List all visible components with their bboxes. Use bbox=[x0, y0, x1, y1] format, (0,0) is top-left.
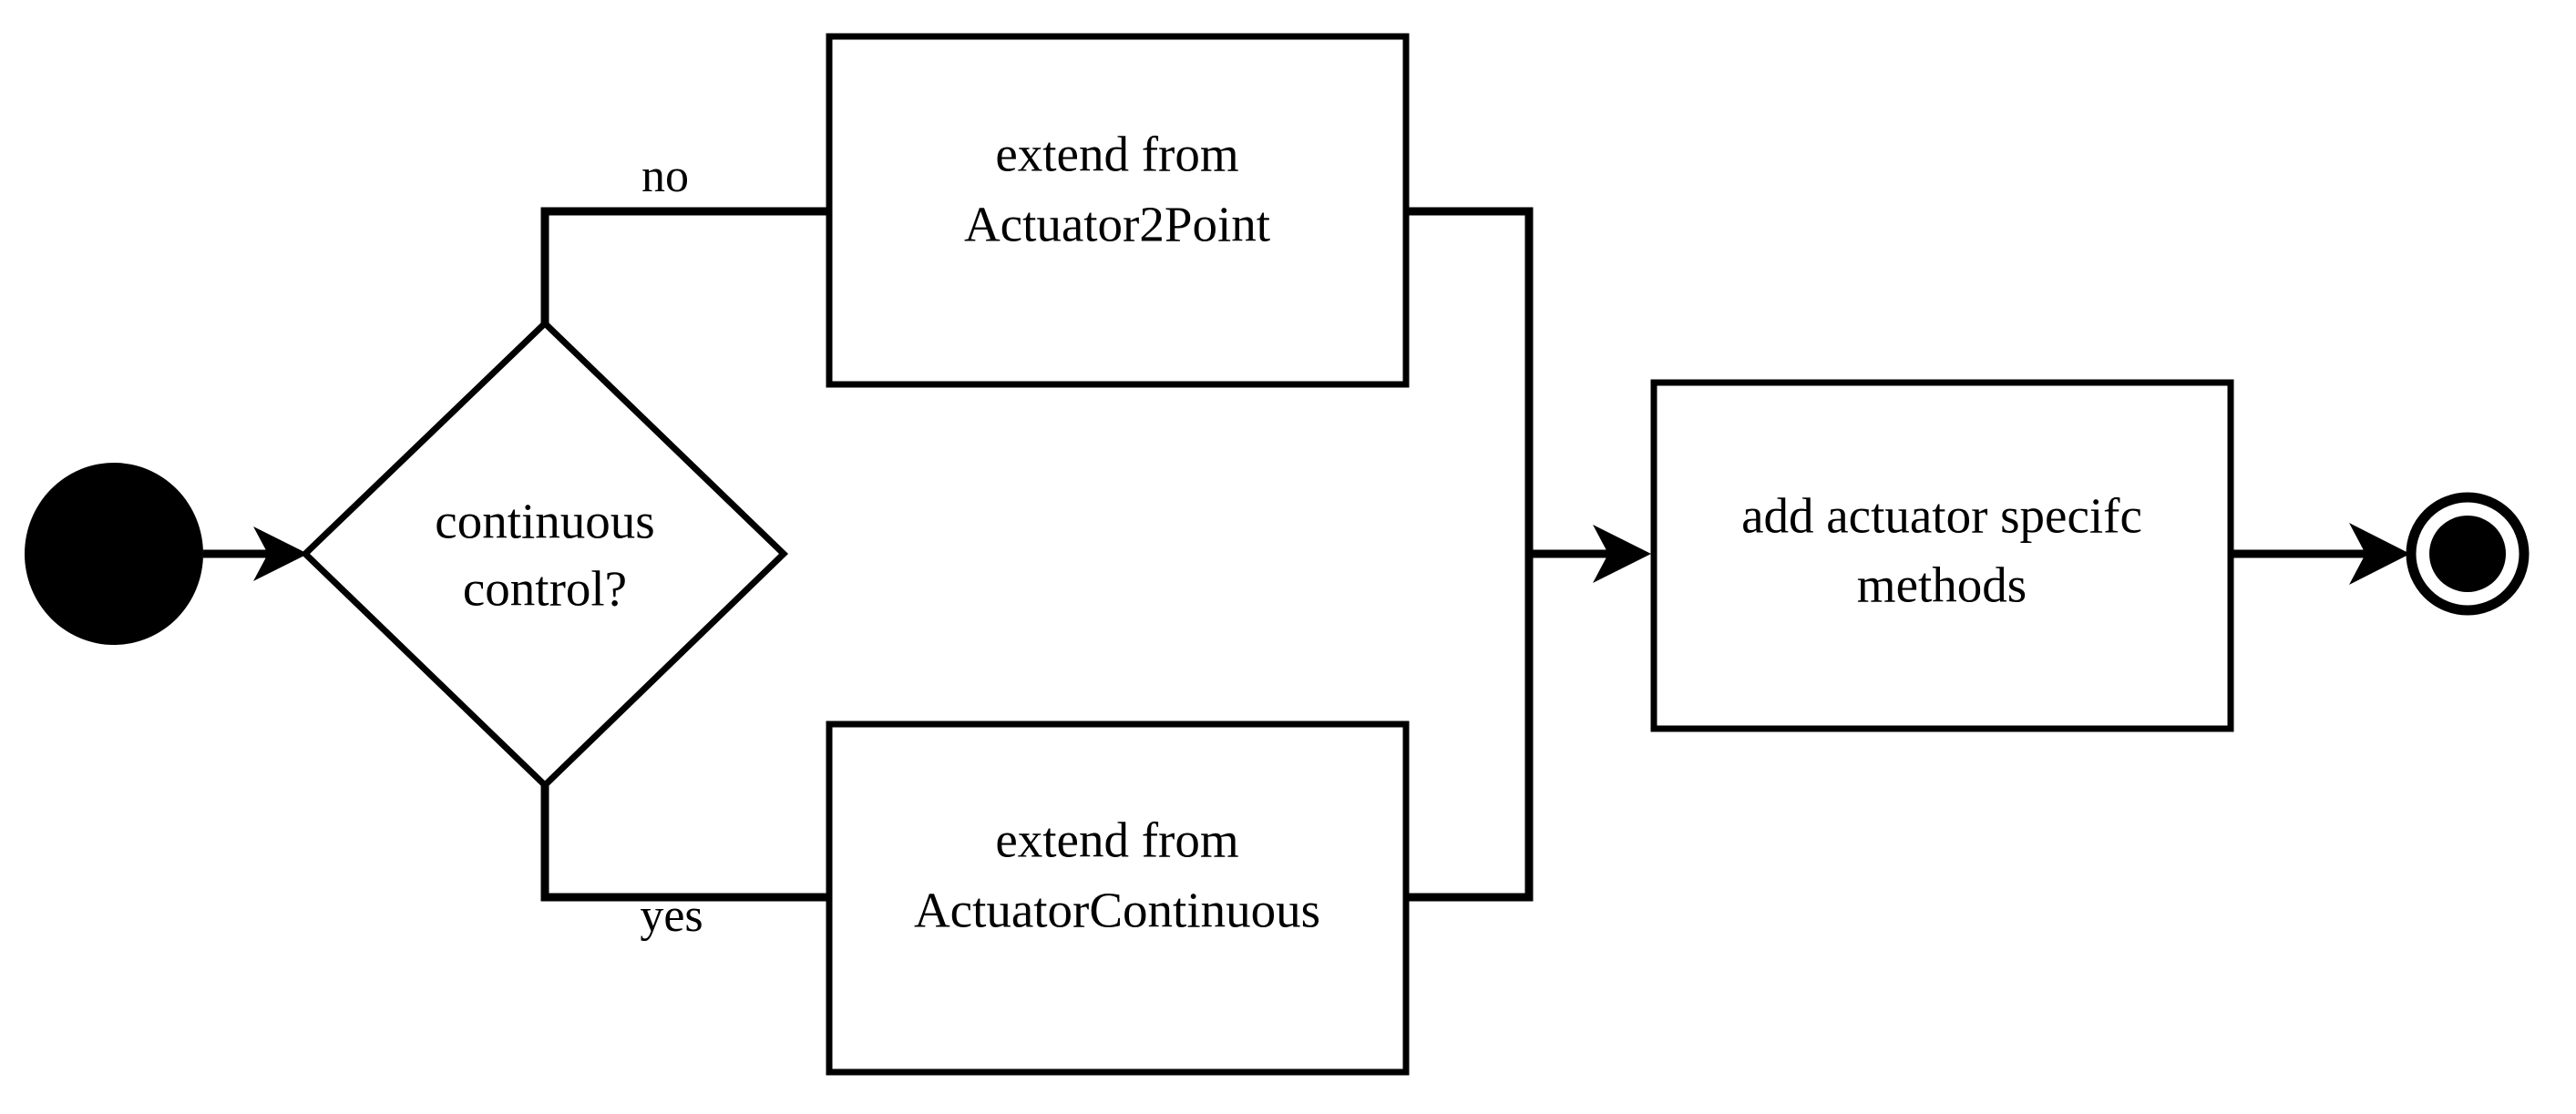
action-node-extend-continuous-box bbox=[826, 721, 1410, 1076]
action-node-add-methods[interactable]: add actuator specifc methods bbox=[1650, 379, 2234, 732]
edge-continuous-to-merge-line bbox=[1406, 554, 1534, 902]
action-node-extend-continuous-label-line1: extend from bbox=[995, 813, 1238, 868]
action-node-extend-2point[interactable]: extend from Actuator2Point bbox=[826, 33, 1410, 388]
action-node-extend-continuous-label-line2: ActuatorContinuous bbox=[914, 883, 1320, 938]
decision-node-label-line1: continuous bbox=[435, 494, 654, 549]
edge-2point-to-merge-line bbox=[1406, 207, 1534, 554]
decision-node-label-line2: control? bbox=[463, 561, 627, 617]
edge-add-methods-to-end-arrowhead bbox=[2349, 523, 2410, 585]
edge-continuous-to-merge bbox=[1406, 554, 1534, 902]
final-node-outer-ring bbox=[2406, 492, 2530, 616]
action-node-extend-2point-box bbox=[826, 33, 1410, 388]
edge-label-yes: yes bbox=[640, 890, 703, 942]
final-node[interactable] bbox=[2406, 492, 2530, 616]
edge-label-no: no bbox=[641, 150, 689, 202]
edge-merge-to-add-methods-arrowhead bbox=[1593, 525, 1651, 583]
initial-node[interactable] bbox=[25, 463, 203, 645]
action-node-extend-2point-label-line1: extend from bbox=[995, 127, 1238, 182]
action-node-extend-continuous[interactable]: extend from ActuatorContinuous bbox=[826, 721, 1410, 1076]
decision-node[interactable]: continuous control? bbox=[300, 319, 789, 790]
decision-node-diamond bbox=[300, 319, 789, 790]
edge-start-to-decision-arrowhead bbox=[253, 526, 308, 581]
initial-node-disk bbox=[25, 463, 203, 645]
action-node-add-methods-label-line1: add actuator specifc bbox=[1741, 488, 2142, 544]
action-node-extend-2point-label-line2: Actuator2Point bbox=[964, 197, 1270, 252]
edge-2point-to-merge bbox=[1406, 207, 1534, 554]
action-node-add-methods-label-line2: methods bbox=[1857, 557, 2027, 613]
edge-add-methods-to-end bbox=[2231, 523, 2410, 585]
edge-merge-to-add-methods bbox=[1529, 525, 1651, 583]
action-node-add-methods-box bbox=[1650, 379, 2234, 732]
final-node-inner-disk bbox=[2429, 516, 2506, 592]
edge-start-to-decision bbox=[203, 526, 308, 581]
